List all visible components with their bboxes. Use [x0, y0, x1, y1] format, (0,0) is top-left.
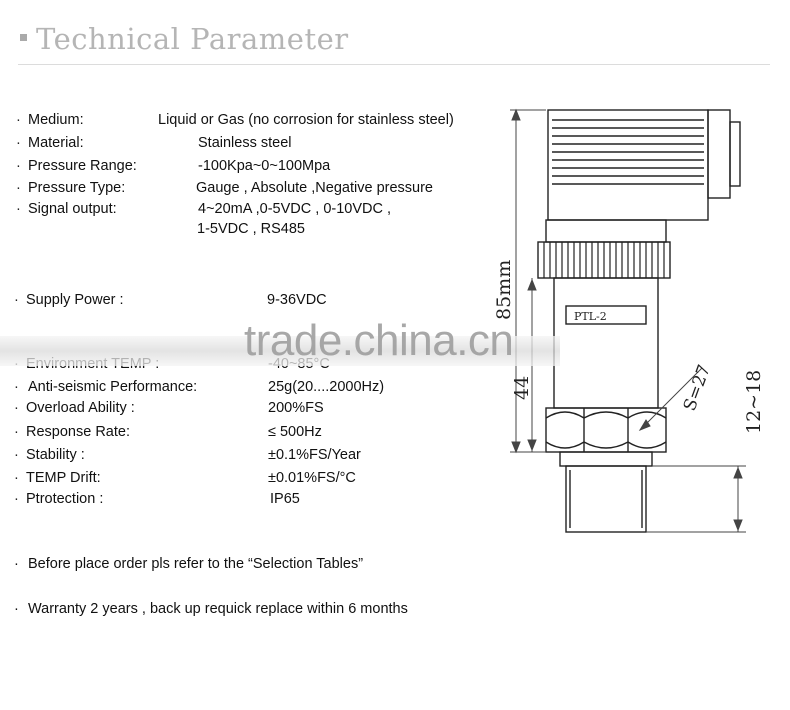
bullet-dot: ·	[14, 424, 19, 440]
spec-label: TEMP Drift:	[26, 470, 101, 486]
bullet-dot: ·	[14, 470, 19, 486]
thread-section	[565, 465, 647, 533]
hex-neck	[559, 451, 653, 467]
spec-label: Medium:	[28, 112, 84, 128]
name-plate	[565, 305, 647, 325]
spec-value: Stainless steel	[198, 135, 292, 151]
section-header: Technical Parameter	[18, 22, 770, 66]
spec-label: Signal output:	[28, 201, 117, 217]
header-bullet	[20, 34, 27, 41]
spec-label: Overload Ability :	[26, 400, 135, 416]
spec-value: 200%FS	[268, 400, 324, 416]
bullet-dot: ·	[16, 112, 21, 128]
hex-nut	[545, 407, 667, 453]
header-divider	[18, 64, 770, 65]
spec-label: Pressure Type:	[28, 180, 126, 196]
bullet-dot: ·	[14, 379, 19, 395]
bullet-dot: ·	[14, 447, 19, 463]
note-text: Before place order pls refer to the “Sel…	[28, 556, 364, 572]
spec-value: 4~20mA ,0-5VDC , 0-10VDC ,	[198, 201, 392, 217]
bullet-dot: ·	[14, 292, 19, 308]
name-plate-text: PTL-2	[574, 310, 607, 323]
bullet-dot: ·	[14, 400, 19, 416]
bullet-dot: ·	[14, 491, 19, 507]
cable-gland-cap	[729, 121, 741, 187]
spec-value: Gauge , Absolute ,Negative pressure	[196, 180, 433, 196]
spec-value-continued: 1-5VDC , RS485	[197, 221, 305, 237]
bullet-dot: ·	[14, 601, 19, 617]
dim-label-thread: 12~18	[743, 370, 765, 434]
note-text: Warranty 2 years , back up requick repla…	[28, 601, 408, 617]
dim-leader-hex	[639, 367, 703, 431]
spec-value: ±0.01%FS/°C	[268, 470, 356, 486]
spec-value: 9-36VDC	[267, 292, 327, 308]
bullet-dot: ·	[16, 201, 21, 217]
bullet-dot: ·	[16, 135, 21, 151]
knurl-lines	[543, 242, 665, 278]
spec-value: -100Kpa~0~100Mpa	[198, 158, 331, 174]
spec-label: Anti-seismic Performance:	[28, 379, 198, 395]
sensor-dimension-drawing: 85mm 44 S=27 12~18 PTL-2	[493, 108, 765, 533]
sensor-body	[553, 277, 659, 409]
spec-label: Stability :	[26, 447, 85, 463]
bullet-dot: ·	[16, 158, 21, 174]
spec-label: Ptrotection :	[26, 491, 104, 507]
spec-value: IP65	[270, 491, 300, 507]
connector-grip-lines	[552, 119, 704, 185]
watermark: trade.china.cn	[244, 316, 514, 365]
spec-label: Pressure Range:	[28, 158, 137, 174]
connector-head-outline	[547, 109, 709, 221]
spec-label: Response Rate:	[26, 424, 130, 440]
page-title: Technical Parameter	[36, 22, 349, 56]
cable-gland	[707, 109, 731, 199]
watermark-band	[0, 336, 560, 366]
spec-label: Material:	[28, 135, 84, 151]
collar	[545, 219, 667, 243]
bullet-dot: ·	[16, 180, 21, 196]
dim-label-total: 85mm	[493, 260, 515, 320]
spec-value: 25g(20....2000Hz)	[268, 379, 385, 395]
spec-label: Supply Power :	[26, 292, 124, 308]
spec-value: Liquid or Gas (no corrosion for stainles…	[158, 112, 454, 128]
spec-value: ±0.1%FS/Year	[268, 447, 361, 463]
bullet-dot: ·	[14, 556, 19, 572]
dim-label-hex: S=27	[680, 362, 715, 414]
spec-value: ≤ 500Hz	[268, 424, 322, 440]
dim-label-body: 44	[511, 376, 533, 400]
